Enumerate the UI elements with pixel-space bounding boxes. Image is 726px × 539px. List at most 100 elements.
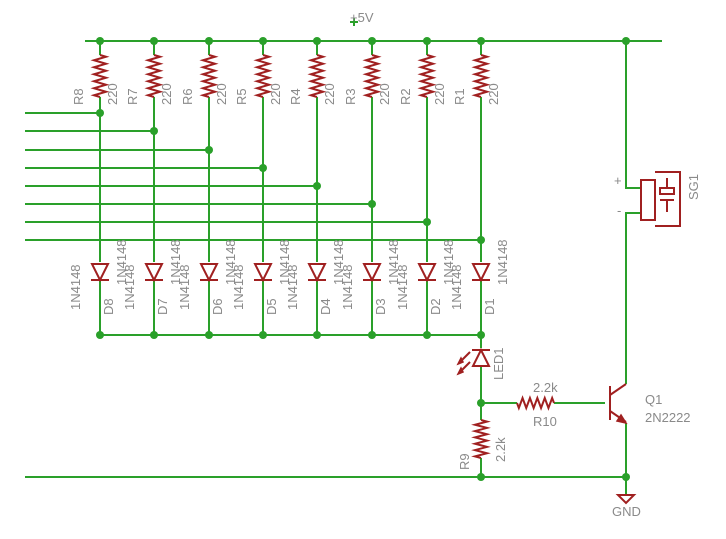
r7-value-label: 220 <box>159 83 174 105</box>
input-junction-r7 <box>150 127 158 135</box>
d6-value-label-right: 1N4148 <box>223 239 238 285</box>
d2-value-label-left: 1N4148 <box>395 264 410 310</box>
d8-value-label-left: 1N4148 <box>68 264 83 310</box>
bus-junction-d7 <box>150 331 158 339</box>
resistor-r5 <box>253 54 273 98</box>
sg1-body <box>655 171 681 227</box>
diode-d8-body <box>90 263 110 283</box>
d7-value-label-right: 1N4148 <box>168 239 183 285</box>
bus-junction-d2 <box>423 331 431 339</box>
bus-junction-d4 <box>313 331 321 339</box>
wires-layer <box>25 18 662 495</box>
input-junction-r3 <box>368 200 376 208</box>
d2-ref-label: D2 <box>428 298 443 315</box>
resistor-r2 <box>417 54 437 98</box>
r5-value-label: 220 <box>268 83 283 105</box>
r10-ref: R10 <box>533 414 557 429</box>
r7-ref-label: R7 <box>125 88 140 105</box>
r4-value-label: 220 <box>322 83 337 105</box>
diode-d1-body <box>471 263 491 283</box>
input-junction-r2 <box>423 218 431 226</box>
r2-ref-label: R2 <box>398 88 413 105</box>
resistor-r7 <box>144 54 164 98</box>
input-junction-r8 <box>96 109 104 117</box>
d8-ref-label: D8 <box>101 298 116 315</box>
d3-ref-label: D3 <box>373 298 388 315</box>
gnd-junction-q1 <box>622 473 630 481</box>
resistor-r10 <box>516 395 555 411</box>
r5-ref-label: R5 <box>234 88 249 105</box>
r10-value: 2.2k <box>533 380 558 395</box>
led1-ref: LED1 <box>491 347 506 380</box>
d3-value-label-left: 1N4148 <box>340 264 355 310</box>
rail-junction-r1 <box>477 37 485 45</box>
q1-ref: Q1 <box>645 392 662 407</box>
d6-ref-label: D6 <box>210 298 225 315</box>
d4-value-label-right: 1N4148 <box>331 239 346 285</box>
input-junction-r5 <box>259 164 267 172</box>
bus-junction-d6 <box>205 331 213 339</box>
bus-junction-d1 <box>477 331 485 339</box>
r1-ref-label: R1 <box>452 88 467 105</box>
d4-value-label-left: 1N4148 <box>285 264 300 310</box>
led1-body <box>471 347 491 367</box>
wire-rail-buzzer <box>625 41 641 189</box>
d5-value-label-right: 1N4148 <box>277 239 292 285</box>
d1-ref-label: D1 <box>482 298 497 315</box>
led1-arrowhead-2 <box>456 366 465 376</box>
diode-d6-body <box>199 263 219 283</box>
input-junction-r1 <box>477 236 485 244</box>
bus-junction-d5 <box>259 331 267 339</box>
diode-d5-body <box>253 263 273 283</box>
sg1-plus: + <box>614 173 622 188</box>
rail-junction-r5 <box>259 37 267 45</box>
r9-value: 2.2k <box>493 437 508 462</box>
resistor-r6 <box>199 54 219 98</box>
rail-junction-r4 <box>313 37 321 45</box>
d7-ref-label: D7 <box>155 298 170 315</box>
supply-label: +5V <box>350 10 374 25</box>
r3-ref-label: R3 <box>343 88 358 105</box>
resistor-r1 <box>471 54 491 98</box>
d7-value-label-left: 1N4148 <box>122 264 137 310</box>
wire-collector-buzzer <box>625 212 641 384</box>
d2-value-label-right: 1N4148 <box>441 239 456 285</box>
r8-value-label: 220 <box>105 83 120 105</box>
rail-junction-r8 <box>96 37 104 45</box>
junctions-layer <box>96 37 630 481</box>
bus-junction-d3 <box>368 331 376 339</box>
d6-value-label-left: 1N4148 <box>177 264 192 310</box>
d1-value-label-left: 1N4148 <box>449 264 464 310</box>
rail-junction-sg1 <box>622 37 630 45</box>
base-node-junction <box>477 399 485 407</box>
diode-d4-body <box>307 263 327 283</box>
rail-junction-r3 <box>368 37 376 45</box>
q1-value: 2N2222 <box>645 410 691 425</box>
rail-junction-r2 <box>423 37 431 45</box>
q1-collector <box>609 383 627 396</box>
ground-symbol <box>615 494 637 505</box>
d5-ref-label: D5 <box>264 298 279 315</box>
sg1-ref: SG1 <box>686 174 701 200</box>
r6-ref-label: R6 <box>180 88 195 105</box>
diode-d3-body <box>362 263 382 283</box>
d3-value-label-right: 1N4148 <box>386 239 401 285</box>
r3-value-label: 220 <box>377 83 392 105</box>
r4-ref-label: R4 <box>288 88 303 105</box>
sg1-pins <box>640 179 656 221</box>
labels-layer: +5V GND 2.2k R10 R9 2.2k LED1 Q1 2N2222 … <box>68 10 701 519</box>
d1-value-label-right: 1N4148 <box>495 239 510 285</box>
q1-emitter-arrow <box>615 413 628 425</box>
resistor-r9 <box>471 419 491 459</box>
sg1-minus: - <box>617 203 621 218</box>
r6-value-label: 220 <box>214 83 229 105</box>
components-layer <box>90 54 681 505</box>
r8-ref-label: R8 <box>71 88 86 105</box>
bus-junction-d8 <box>96 331 104 339</box>
gnd-junction-r9 <box>477 473 485 481</box>
ground-label: GND <box>612 504 641 519</box>
resistor-r4 <box>307 54 327 98</box>
led1-arrowhead-1 <box>456 356 465 366</box>
r2-value-label: 220 <box>432 83 447 105</box>
